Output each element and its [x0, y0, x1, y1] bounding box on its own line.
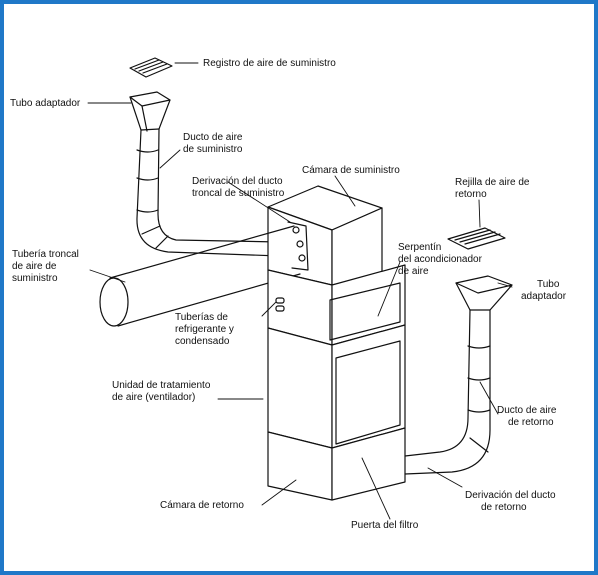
supply-register-icon	[129, 57, 173, 78]
label-trunk-branch-2: troncal de suministro	[192, 188, 285, 199]
label-return-branch-1: Derivación del ducto	[465, 490, 556, 501]
return-duct-icon	[404, 309, 491, 475]
label-trunk-duct-1: Tubería troncal	[12, 249, 79, 260]
label-right-adapter-tube-2: adaptador	[521, 291, 567, 302]
label-return-branch-2: de retorno	[481, 502, 527, 513]
label-right-adapter-tube-1: Tubo	[537, 279, 560, 290]
coil-section-icon	[267, 264, 406, 346]
label-left-adapter-tube: Tubo adaptador	[10, 98, 81, 109]
label-refrigerant-3: condensado	[175, 336, 230, 347]
right-adapter-tube-icon	[455, 275, 513, 311]
label-supply-duct-1: Ducto de aire	[183, 132, 243, 143]
supply-duct-icon	[136, 128, 281, 257]
label-return-grille-1: Rejilla de aire de	[455, 177, 530, 188]
refrigerant-pipes-icon	[275, 297, 285, 312]
label-coil-3: de aire	[398, 266, 429, 277]
label-return-grille-2: retorno	[455, 189, 487, 200]
air-handler-unit-icon	[267, 324, 406, 449]
label-air-handler-1: Unidad de tratamiento	[112, 380, 211, 391]
label-trunk-duct-3: suministro	[12, 273, 58, 284]
return-plenum-icon	[267, 427, 406, 501]
label-return-duct-1: Ducto de aire	[497, 405, 557, 416]
label-supply-duct-2: de suministro	[183, 144, 243, 155]
label-supply-plenum: Cámara de suministro	[302, 165, 400, 176]
return-grille-icon	[447, 227, 506, 250]
trunk-duct-icon	[99, 225, 301, 327]
label-trunk-branch-1: Derivación del ducto	[192, 176, 283, 187]
label-supply-register: Registro de aire de suministro	[203, 58, 336, 69]
supply-plenum-icon	[267, 185, 383, 286]
label-trunk-duct-2: de aire de	[12, 261, 57, 272]
label-refrigerant-1: Tuberías de	[175, 312, 228, 323]
label-return-plenum: Cámara de retorno	[160, 500, 244, 511]
label-refrigerant-2: refrigerante y	[175, 324, 234, 335]
label-coil-2: del acondicionador	[398, 254, 483, 265]
leader-lines	[87, 62, 513, 520]
label-filter-door: Puerta del filtro	[351, 520, 419, 531]
label-coil-1: Serpentín	[398, 242, 441, 253]
label-return-duct-2: de retorno	[508, 417, 554, 428]
left-adapter-tube-icon	[129, 91, 171, 132]
label-air-handler-2: de aire (ventilador)	[112, 392, 195, 403]
